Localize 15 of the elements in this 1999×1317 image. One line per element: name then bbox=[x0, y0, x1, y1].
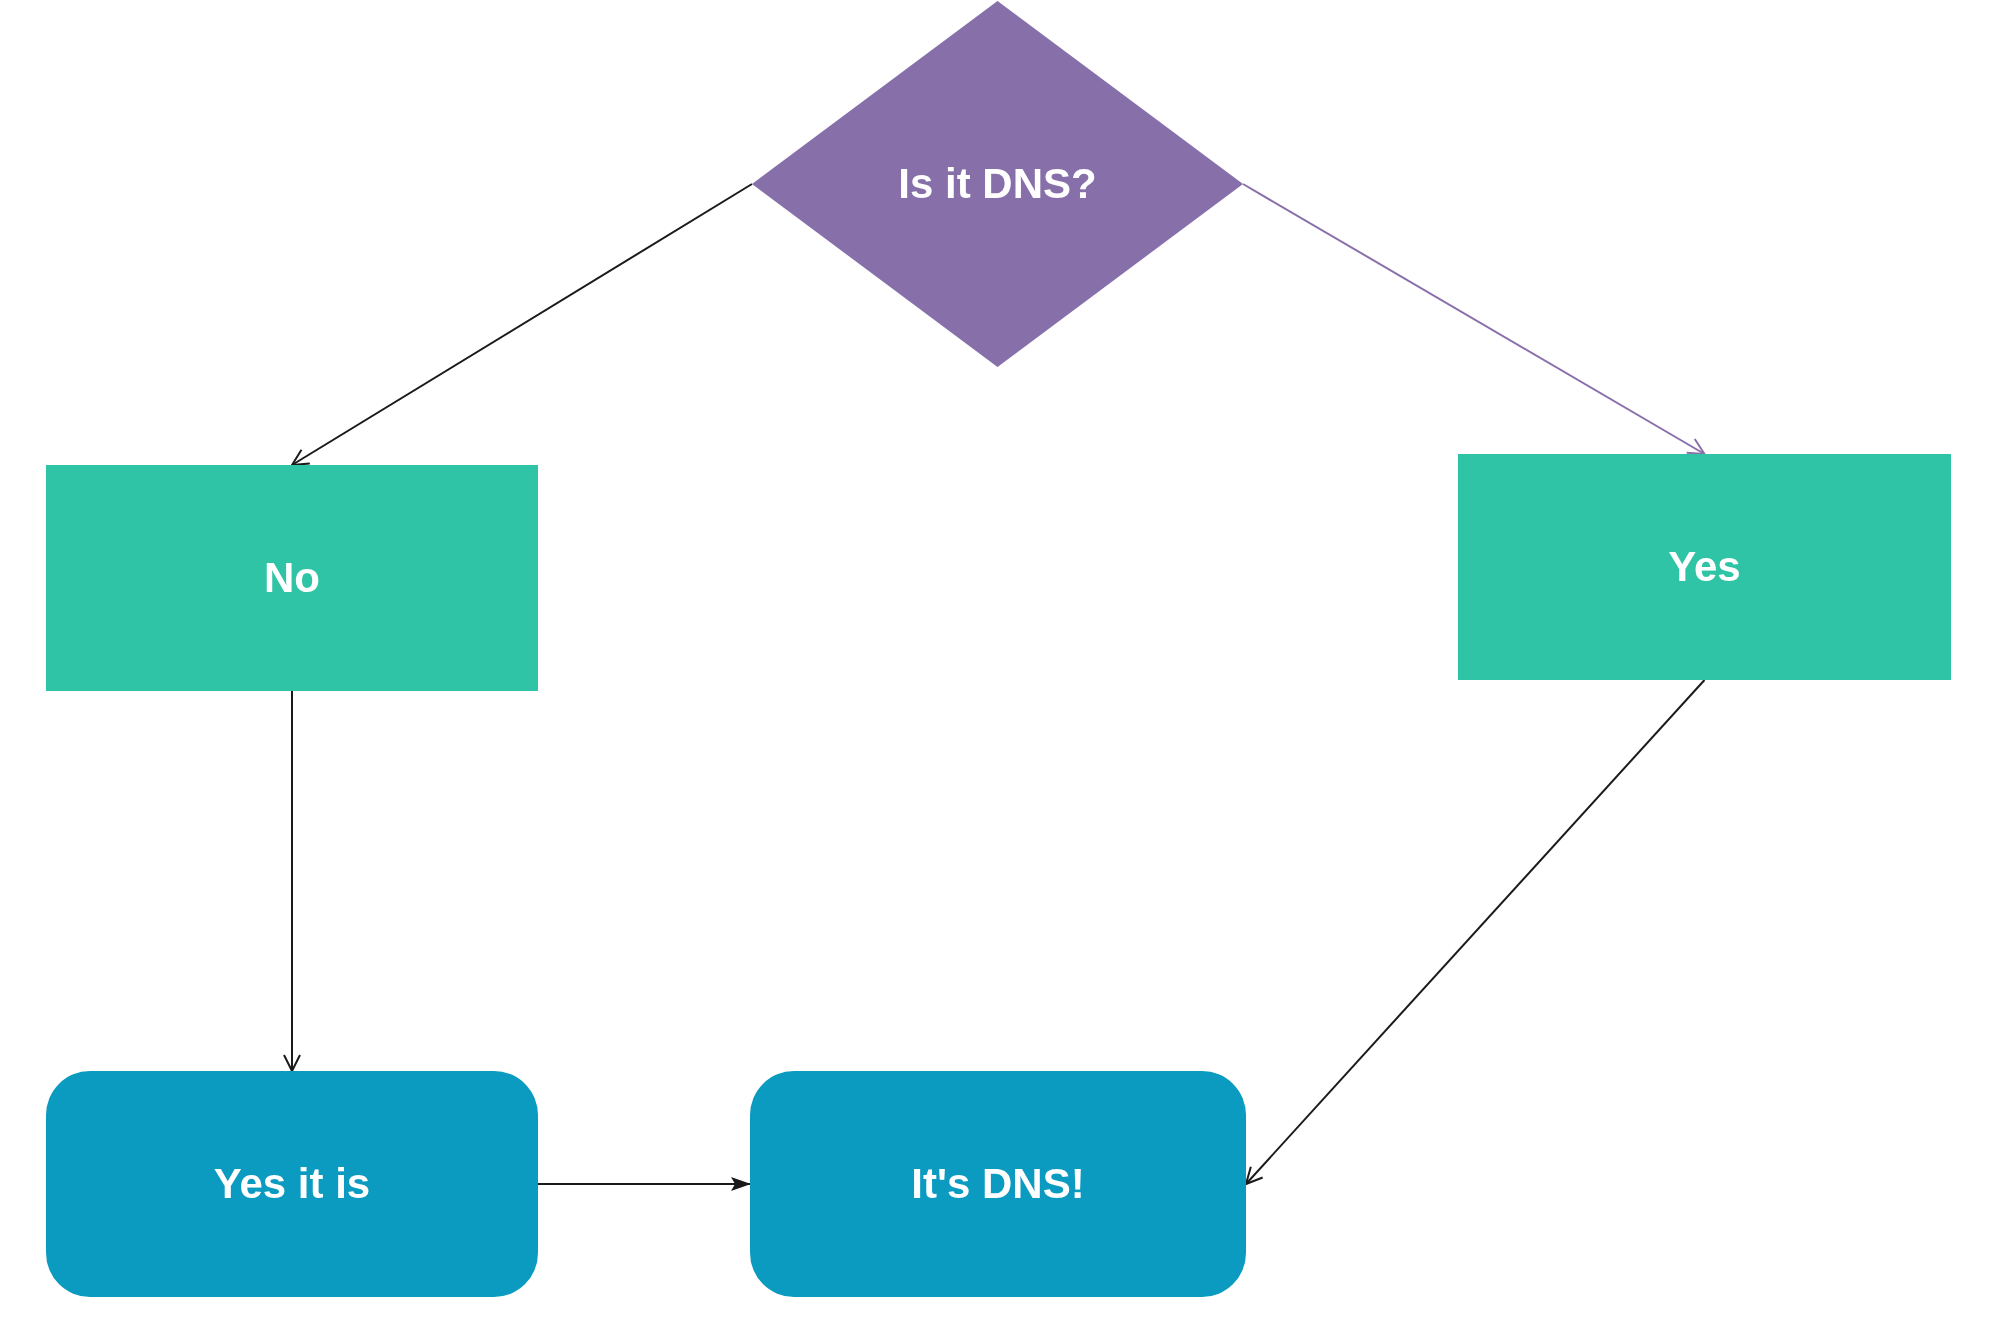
node-label: Is it DNS? bbox=[898, 158, 1097, 209]
node-label: No bbox=[264, 552, 320, 603]
arrow bbox=[1242, 183, 1706, 455]
arrow bbox=[291, 183, 753, 466]
terminal-box bbox=[750, 1071, 1246, 1297]
arrow bbox=[537, 1177, 751, 1191]
node-label: Yes it is bbox=[213, 1158, 371, 1209]
node-label: It's DNS! bbox=[911, 1158, 1085, 1209]
node-label: Yes bbox=[1668, 541, 1741, 592]
decision-diamond bbox=[752, 1, 1243, 367]
process-box bbox=[46, 465, 538, 691]
terminal-box bbox=[46, 1071, 538, 1297]
process-box bbox=[1458, 454, 1951, 680]
arrow bbox=[1245, 679, 1706, 1185]
arrow bbox=[283, 690, 301, 1072]
